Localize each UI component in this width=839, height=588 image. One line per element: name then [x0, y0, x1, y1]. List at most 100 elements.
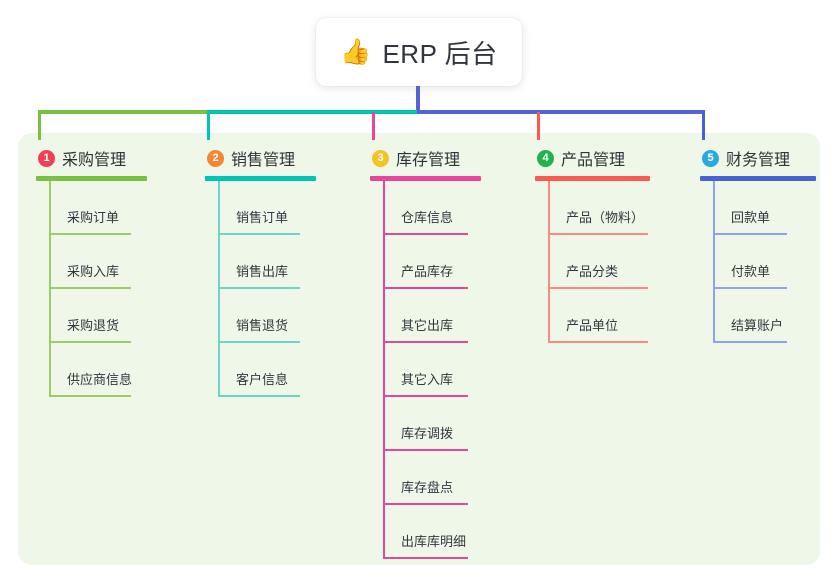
leaf-rule: [713, 287, 787, 289]
leaf-rule: [548, 341, 648, 343]
leaf-rule: [383, 503, 468, 505]
leaf-label: 结算账户: [731, 318, 784, 333]
leaf-label: 采购订单: [67, 210, 120, 225]
leaf-node[interactable]: 销售出库: [218, 235, 316, 289]
root-node-title: ERP 后台: [382, 38, 498, 69]
branch-header-rule: [535, 176, 650, 181]
branch-header-4[interactable]: 4 产品管理: [535, 146, 650, 170]
leaf-node[interactable]: 出库库明细: [383, 505, 481, 559]
leaf-node[interactable]: 库存调拨: [383, 397, 481, 451]
trunk-segment-2: [207, 110, 420, 114]
leaf-rule: [218, 341, 300, 343]
leaf-label: 其它入库: [401, 372, 454, 387]
branch-title: 库存管理: [396, 152, 461, 169]
branch-header-5[interactable]: 5 财务管理: [700, 146, 816, 170]
leaf-rule: [713, 341, 787, 343]
leaf-rule: [49, 287, 131, 289]
leaf-node[interactable]: 产品（物料）: [548, 181, 650, 235]
leaf-label: 库存调拨: [401, 426, 454, 441]
leaf-rule: [548, 233, 648, 235]
thumbs-up-icon: 👍: [340, 37, 372, 66]
leaf-rule: [713, 233, 787, 235]
leaf-rule: [383, 557, 468, 559]
leaf-rule: [218, 287, 300, 289]
branch-title: 产品管理: [561, 152, 626, 169]
branch-number-badge: 2: [207, 149, 224, 167]
leaf-node[interactable]: 采购入库: [49, 235, 147, 289]
diagram-panel: [18, 133, 820, 565]
branch-title: 销售管理: [231, 152, 296, 169]
leaf-label: 产品库存: [401, 264, 454, 279]
branch-spine: [49, 181, 51, 397]
branch-number-badge: 5: [702, 149, 719, 167]
leaf-node[interactable]: 其它入库: [383, 343, 481, 397]
branch-title: 财务管理: [726, 152, 791, 169]
branch-drop-connector-2: [207, 112, 210, 140]
leaf-label: 供应商信息: [67, 372, 133, 387]
leaf-node[interactable]: 其它出库: [383, 289, 481, 343]
branch-leaf-list: 销售订单销售出库销售退货客户信息: [218, 181, 316, 397]
leaf-label: 销售退货: [236, 318, 289, 333]
leaf-node[interactable]: 结算账户: [713, 289, 816, 343]
branch-number-badge: 1: [38, 149, 55, 167]
leaf-node[interactable]: 采购订单: [49, 181, 147, 235]
branch-leaf-list: 仓库信息产品库存其它出库其它入库库存调拨库存盘点出库库明细: [383, 181, 481, 559]
leaf-rule: [383, 341, 468, 343]
leaf-label: 其它出库: [401, 318, 454, 333]
root-node[interactable]: 👍 ERP 后台: [316, 18, 522, 86]
leaf-rule: [383, 233, 468, 235]
branch-number-badge: 4: [537, 149, 554, 167]
leaf-label: 销售订单: [236, 210, 289, 225]
branch-column-4: 4 产品管理产品（物料） 产品分类产品单位: [535, 146, 650, 343]
leaf-label: 产品单位: [566, 318, 619, 333]
leaf-node[interactable]: 销售退货: [218, 289, 316, 343]
leaf-node[interactable]: 产品单位: [548, 289, 650, 343]
leaf-rule: [383, 395, 468, 397]
leaf-label: 产品分类: [566, 264, 619, 279]
leaf-label: 付款单: [731, 264, 771, 279]
leaf-node[interactable]: 付款单: [713, 235, 816, 289]
branch-header-rule: [205, 176, 316, 181]
branch-header-rule: [370, 176, 481, 181]
leaf-label: 仓库信息: [401, 210, 454, 225]
branch-header-rule: [700, 176, 816, 181]
leaf-node[interactable]: 库存盘点: [383, 451, 481, 505]
leaf-node[interactable]: 产品库存: [383, 235, 481, 289]
leaf-label: 采购入库: [67, 264, 120, 279]
leaf-rule: [49, 233, 131, 235]
branch-spine: [548, 181, 550, 343]
leaf-rule: [49, 341, 131, 343]
leaf-node[interactable]: 客户信息: [218, 343, 316, 397]
branch-drop-connector-1: [38, 112, 41, 140]
branch-header-rule: [36, 176, 147, 181]
leaf-node[interactable]: 回款单: [713, 181, 816, 235]
branch-drop-connector-5: [702, 112, 705, 140]
leaf-rule: [218, 395, 300, 397]
leaf-label: 产品（物料）: [566, 210, 645, 225]
leaf-rule: [383, 287, 468, 289]
leaf-label: 销售出库: [236, 264, 289, 279]
branch-spine: [383, 181, 385, 559]
leaf-node[interactable]: 产品分类: [548, 235, 650, 289]
branch-column-2: 2 销售管理销售订单销售出库销售退货客户信息: [205, 146, 316, 397]
leaf-rule: [383, 449, 468, 451]
trunk-segment-3: [417, 110, 705, 114]
leaf-rule: [548, 287, 648, 289]
branch-spine: [218, 181, 220, 397]
leaf-node[interactable]: 销售订单: [218, 181, 316, 235]
branch-drop-connector-3: [372, 112, 375, 140]
leaf-node[interactable]: 仓库信息: [383, 181, 481, 235]
leaf-label: 回款单: [731, 210, 771, 225]
leaf-label: 出库库明细: [401, 534, 467, 549]
branch-leaf-list: 回款单付款单结算账户: [713, 181, 816, 343]
branch-header-2[interactable]: 2 销售管理: [205, 146, 316, 170]
branch-column-5: 5 财务管理回款单付款单结算账户: [700, 146, 816, 343]
leaf-node[interactable]: 供应商信息: [49, 343, 147, 397]
leaf-node[interactable]: 采购退货: [49, 289, 147, 343]
root-stem-connector: [416, 86, 420, 112]
leaf-rule: [49, 395, 131, 397]
